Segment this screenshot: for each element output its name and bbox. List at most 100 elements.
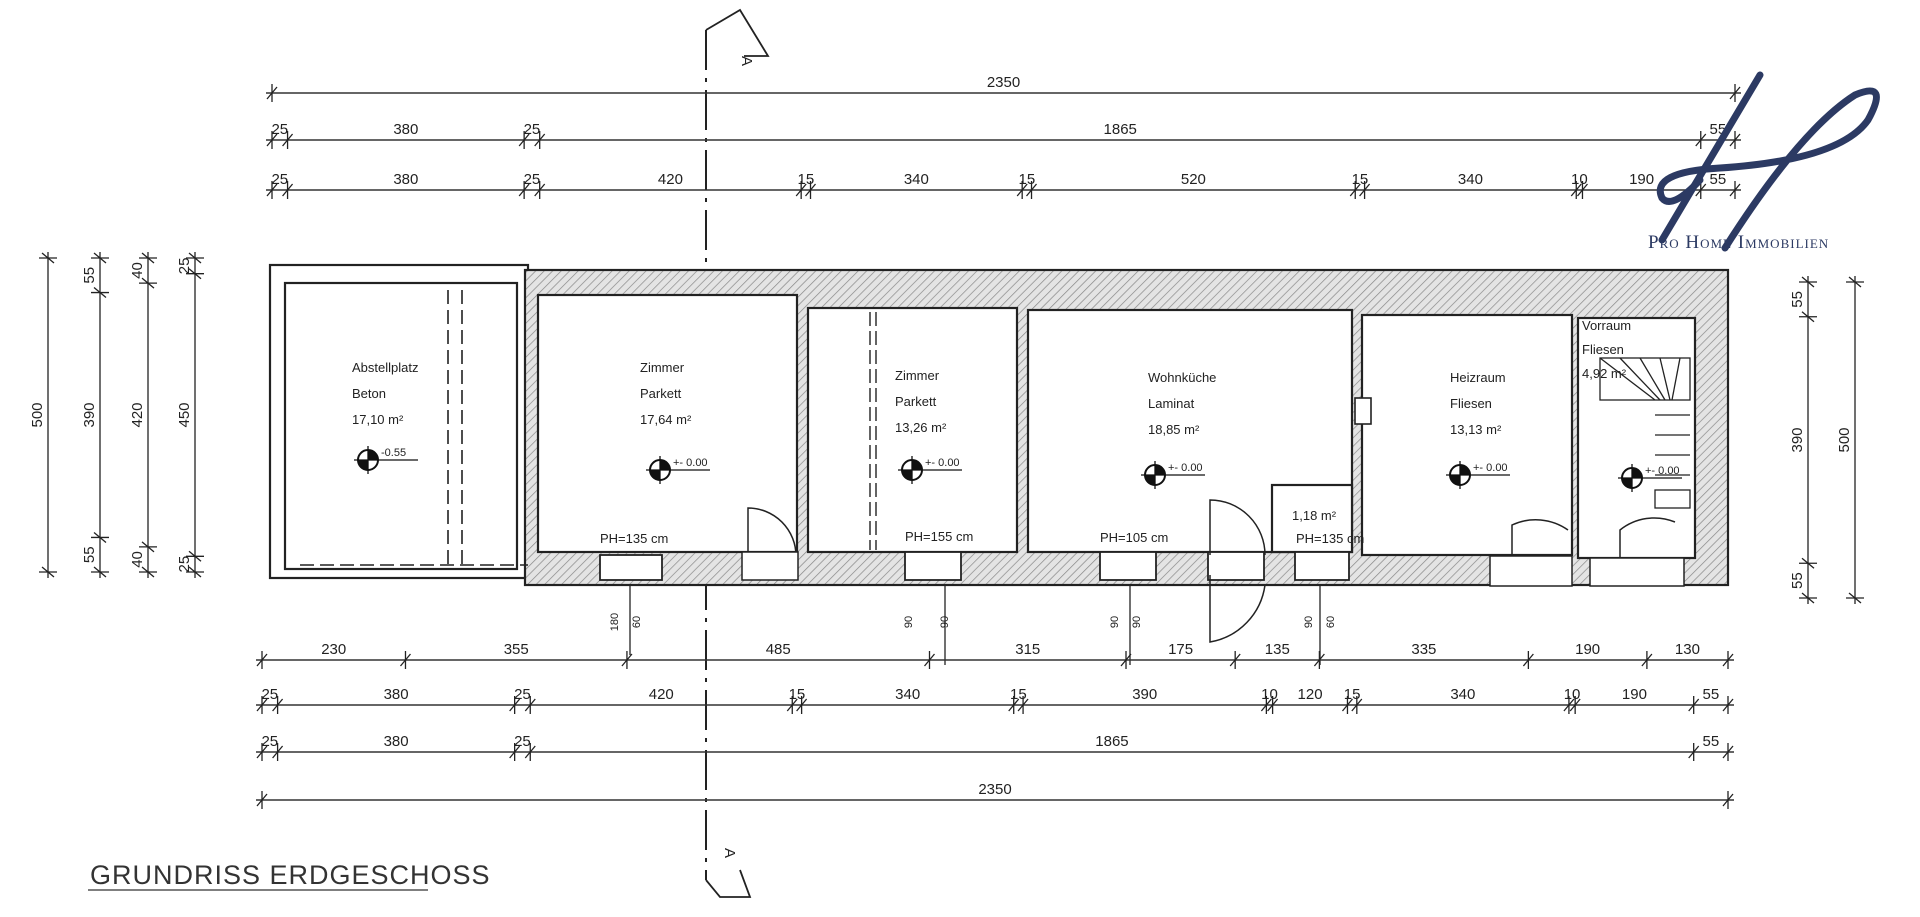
dimension-tick [795,183,807,197]
dimension-tick [509,698,521,712]
dimension-chain: 2350 [256,781,1734,809]
dimension-label: 25 [176,258,193,275]
wc-area: 1,18 m² [1292,508,1337,523]
room-floor: Parkett [895,394,937,409]
dimension-label: 10 [1564,686,1581,703]
dimension-tick [141,541,155,553]
dimension-label: 55 [1710,171,1727,188]
dimension-label: 40 [129,262,146,279]
chimney [1354,397,1372,425]
dimension-tick [93,252,107,264]
window-label: 180 [609,613,621,631]
dimension-tick [1267,698,1279,712]
dimension-label: 25 [524,171,541,188]
level-marker-icon [1446,461,1510,489]
dimension-label: 55 [1789,572,1806,589]
dimension-tick [1695,133,1707,147]
dimension-label: 15 [1352,171,1369,188]
room-name: Zimmer [895,368,940,383]
dimension-label: 340 [904,171,929,188]
dimension-tick [1722,698,1734,712]
dimension-tick [141,277,155,289]
dimension-tick [266,183,278,197]
dimension-tick [1722,653,1734,667]
dimension-label: 25 [514,686,531,703]
dimension-label: 25 [514,733,531,750]
room-floor: Parkett [640,386,682,401]
dimension-label: 355 [504,641,529,658]
dimension-tick [1313,653,1325,667]
dimension-tick [282,183,294,197]
wc-ph: PH=135 cm [1296,531,1364,546]
room-parapet-height: PH=135 cm [600,531,668,546]
dimension-tick [1026,183,1038,197]
dimension-tick [509,745,521,759]
plan-title: GRUNDRISS ERDGESCHOSS [90,860,491,890]
level-marker-icon [646,456,710,484]
room-level: +- 0.00 [1473,462,1508,474]
dimension-label: 380 [393,121,418,138]
dimension-label: 10 [1571,171,1588,188]
dimension-label: 190 [1629,171,1654,188]
dimension-tick [1729,183,1741,197]
room-floor: Fliesen [1582,342,1624,357]
dimension-tick [1801,557,1815,569]
section-label-top: A [738,56,755,66]
dimension-tick [1641,653,1653,667]
dimension-label: 190 [1622,686,1647,703]
dimension-label: 1865 [1095,733,1128,750]
building [268,263,1730,643]
dimension-chain: 2350 [266,74,1741,102]
room-zimmer-2 [806,306,1019,554]
dimension-tick [518,183,530,197]
level-marker-icon [1618,464,1682,492]
dimension-label: 10 [1261,686,1278,703]
window-label: 90 [1131,616,1143,628]
logo: Pro Home Immobilien [1648,71,1880,253]
dimension-tick [1260,698,1272,712]
dimension-label: 340 [1458,171,1483,188]
room-name: Wohnküche [1148,370,1216,385]
dimension-label: 420 [129,402,146,427]
dimension-label: 15 [797,171,814,188]
dimension-label: 15 [1010,686,1027,703]
dimension-label: 420 [649,686,674,703]
dimension-tick [1729,133,1741,147]
dimension-label: 340 [1450,686,1475,703]
windows [599,551,1350,581]
dimension-label: 15 [789,686,806,703]
room-floor: Laminat [1148,396,1195,411]
dimension-label: 25 [524,121,541,138]
dimension-label: 130 [1675,641,1700,658]
dimension-label: 25 [176,556,193,573]
dimension-tick [1017,698,1029,712]
dimension-tick [1570,183,1582,197]
dimension-tick [1688,745,1700,759]
dimension-tick [1563,698,1575,712]
room-level: +- 0.00 [673,457,708,469]
room-floor: Fliesen [1450,396,1492,411]
section-label-bottom: A [721,848,738,858]
dimension-tick [41,252,55,264]
dimension-label: 420 [658,171,683,188]
window-label: 60 [1325,616,1337,628]
dimension-label: 315 [1015,641,1040,658]
dimension-tick [534,133,546,147]
room-level: -0.55 [381,447,406,459]
dimension-label: 335 [1411,641,1436,658]
dimension-tick [1848,592,1862,604]
room-name: Zimmer [640,360,685,375]
dimension-tick [1351,698,1363,712]
room-level: +- 0.00 [925,457,960,469]
level-markers [354,446,1682,492]
room-level: +- 0.00 [1645,465,1680,477]
room-name: Vorraum [1582,318,1631,333]
